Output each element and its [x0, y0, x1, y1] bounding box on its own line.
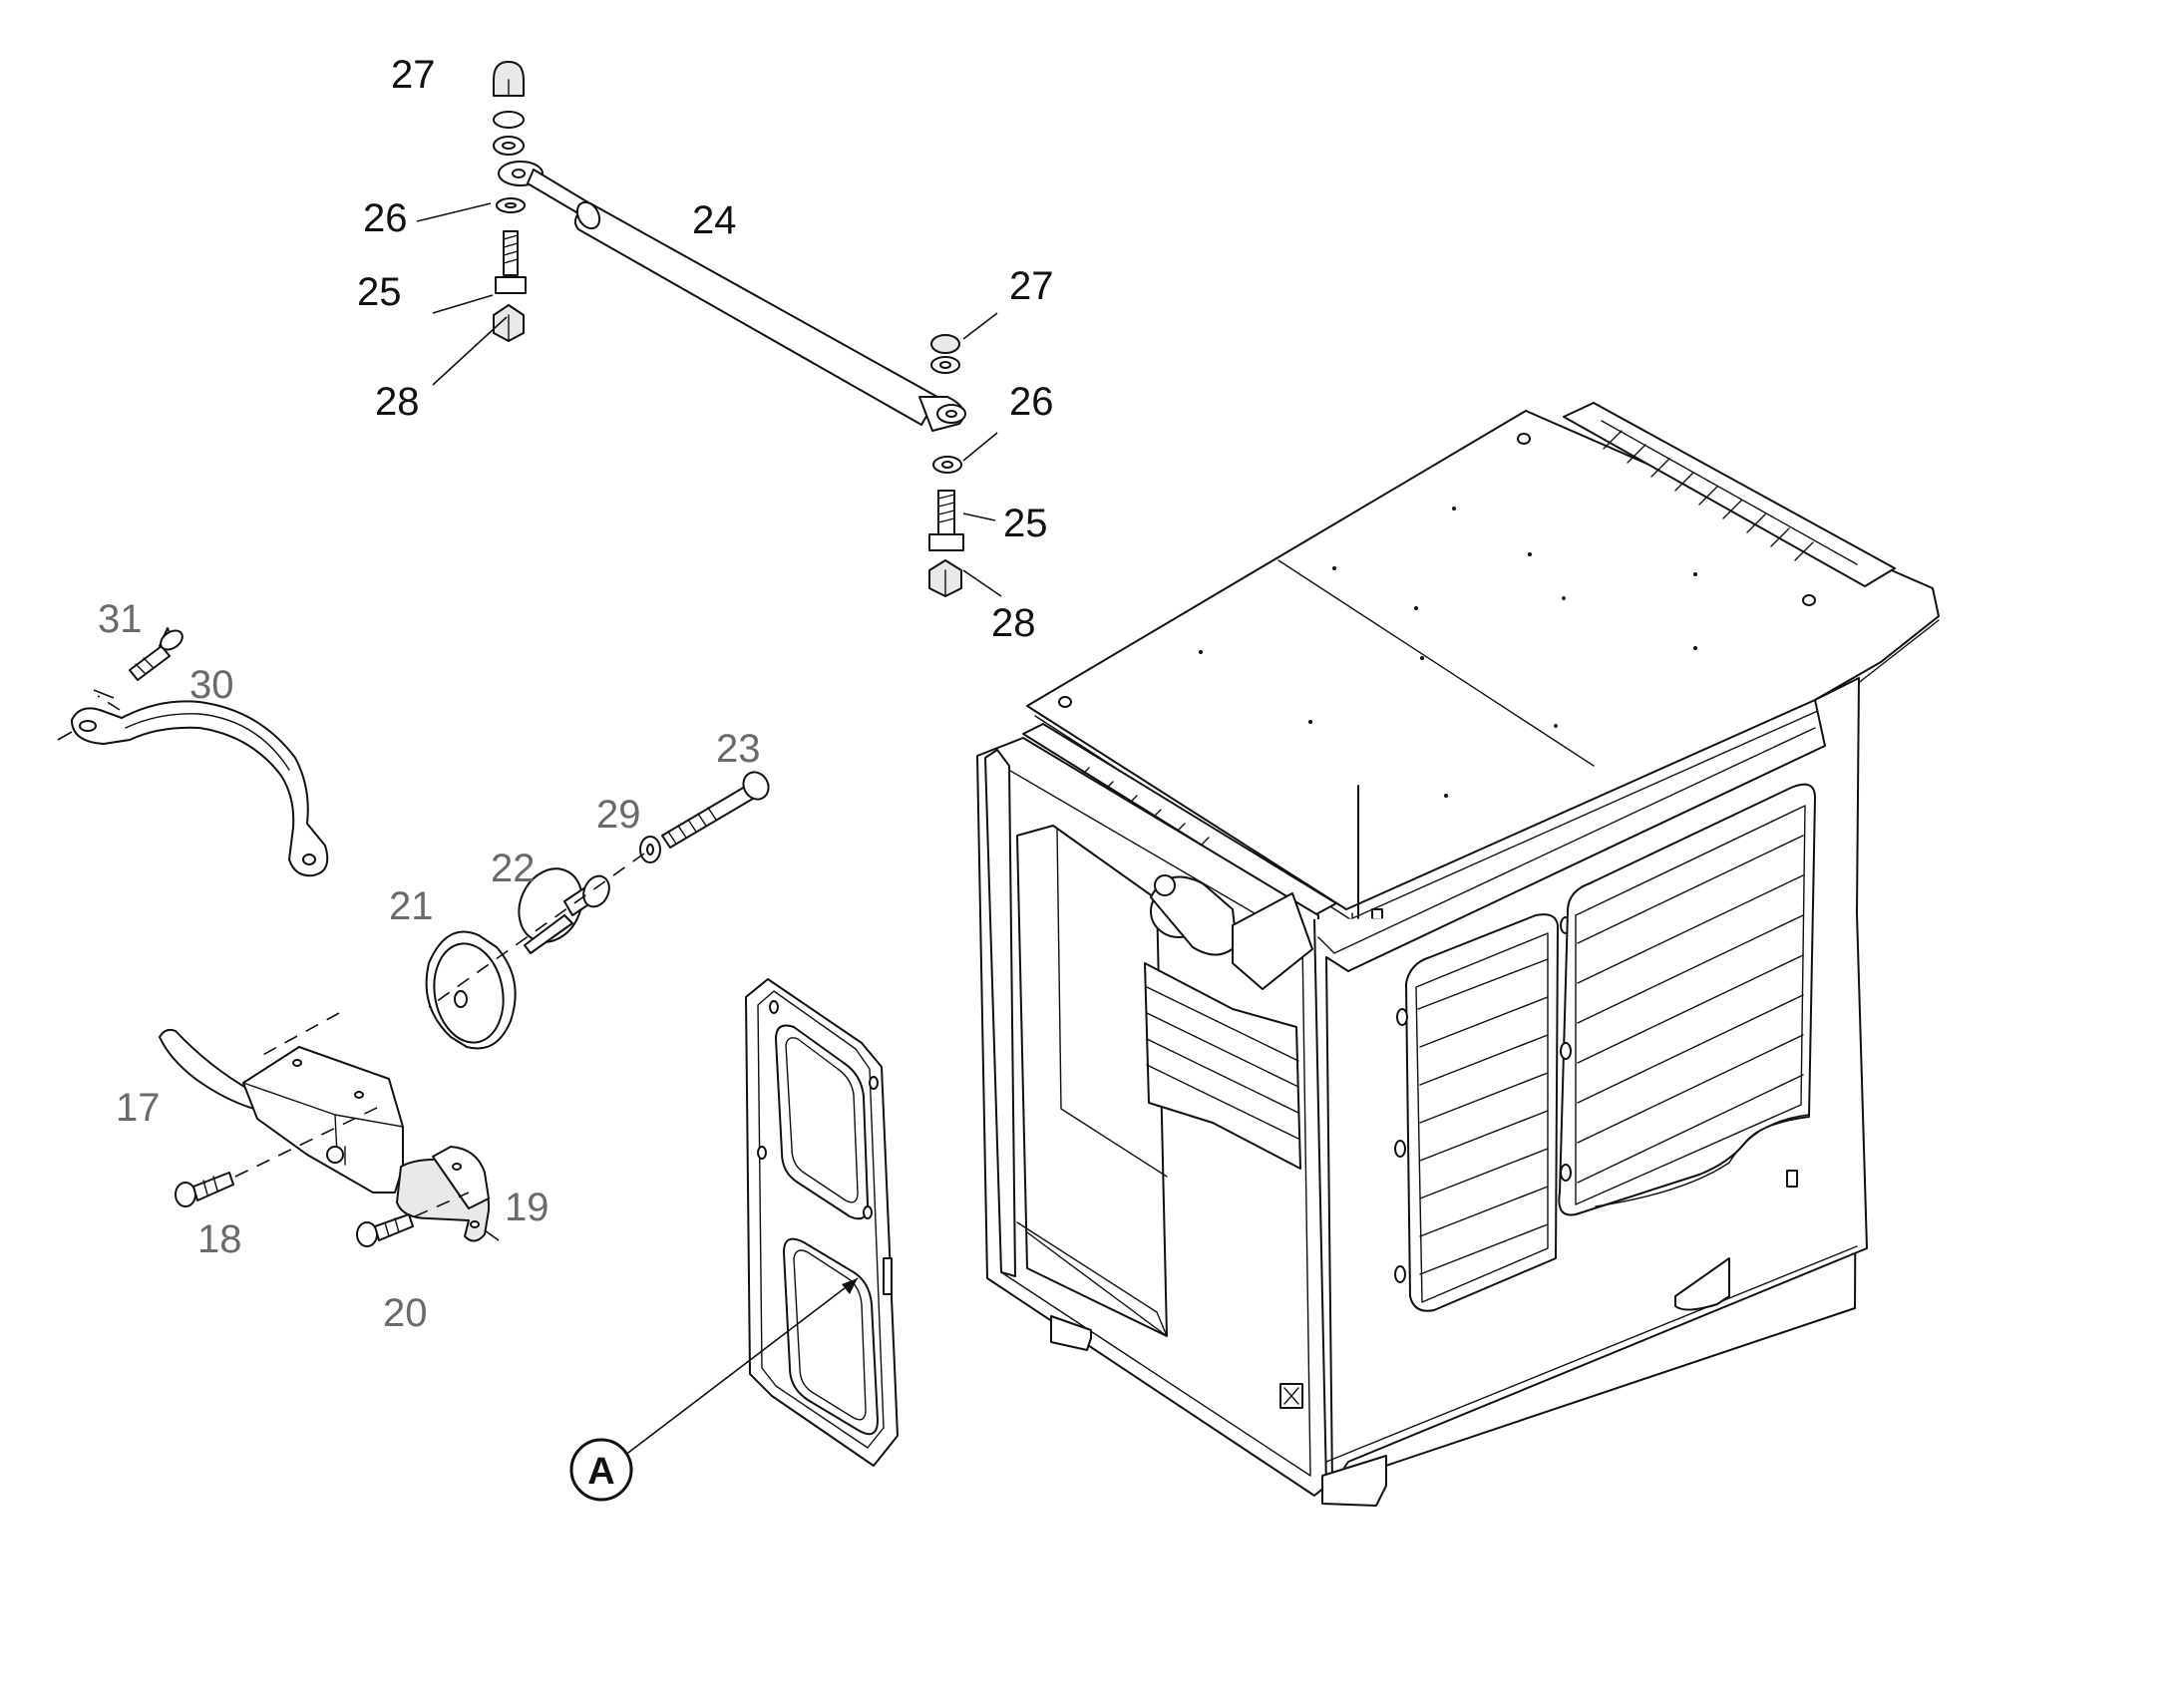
side-window-right [1558, 783, 1816, 1216]
screw-18 [175, 1172, 234, 1207]
grab-handle [71, 700, 329, 877]
callout-label-27b: 27 [1009, 264, 1054, 308]
roof-vent-slats-back [1603, 430, 1814, 561]
callout-label-30: 30 [189, 663, 234, 707]
callout-label-28a: 28 [375, 380, 420, 424]
gas-strut [498, 161, 966, 432]
striker-plate-19 [396, 1146, 491, 1242]
latch-handle-17 [159, 1028, 404, 1194]
callout-label-22: 22 [491, 847, 536, 890]
nut-left [493, 304, 525, 342]
callout-label-19: 19 [505, 1186, 549, 1229]
callout-label-27a: 27 [391, 53, 436, 97]
screw-31 [129, 627, 183, 681]
callout-label-20: 20 [383, 1291, 428, 1335]
nut-top-right [930, 334, 960, 354]
cab-body [976, 402, 1940, 1507]
callout-label-26a: 26 [363, 196, 408, 240]
callout-label-28b: 28 [991, 601, 1036, 645]
side-window-left-slats [1417, 958, 1549, 1275]
callout-label-23: 23 [716, 727, 761, 771]
washer-top-left-1 [493, 111, 525, 129]
door-panel [623, 978, 899, 1467]
callout-label-17: 17 [116, 1086, 161, 1130]
cap-nut-top-left [493, 61, 525, 97]
screw-20 [356, 1213, 414, 1247]
nut-right [928, 559, 962, 597]
detail-marker-a: A [569, 1438, 633, 1502]
rubber-buffer-21 [425, 930, 517, 1050]
callout-label-25b: 25 [1003, 502, 1048, 545]
side-window-right-slats [1577, 835, 1804, 1184]
detail-marker-a-text: A [587, 1451, 614, 1493]
callout-label-21: 21 [389, 884, 434, 928]
side-window-left [1394, 913, 1572, 1312]
gas-strut-assembly [416, 61, 1002, 597]
door-latch-assembly [97, 695, 770, 1247]
callout-label-31: 31 [98, 597, 143, 641]
grab-handle-assembly [57, 627, 329, 877]
callout-labels: 27 26 24 25 28 27 26 25 28 31 30 23 29 22 21 17 18 19 20 [98, 53, 1054, 1335]
rear-louvres [1146, 986, 1299, 1140]
bolt-23 [661, 771, 770, 849]
callout-label-25a: 25 [357, 270, 402, 314]
callout-label-24: 24 [692, 198, 737, 242]
callout-label-26b: 26 [1009, 380, 1054, 424]
callout-label-18: 18 [197, 1217, 242, 1261]
bolt-right [928, 490, 964, 551]
callout-label-29: 29 [596, 793, 641, 837]
bolt-left [495, 230, 527, 294]
